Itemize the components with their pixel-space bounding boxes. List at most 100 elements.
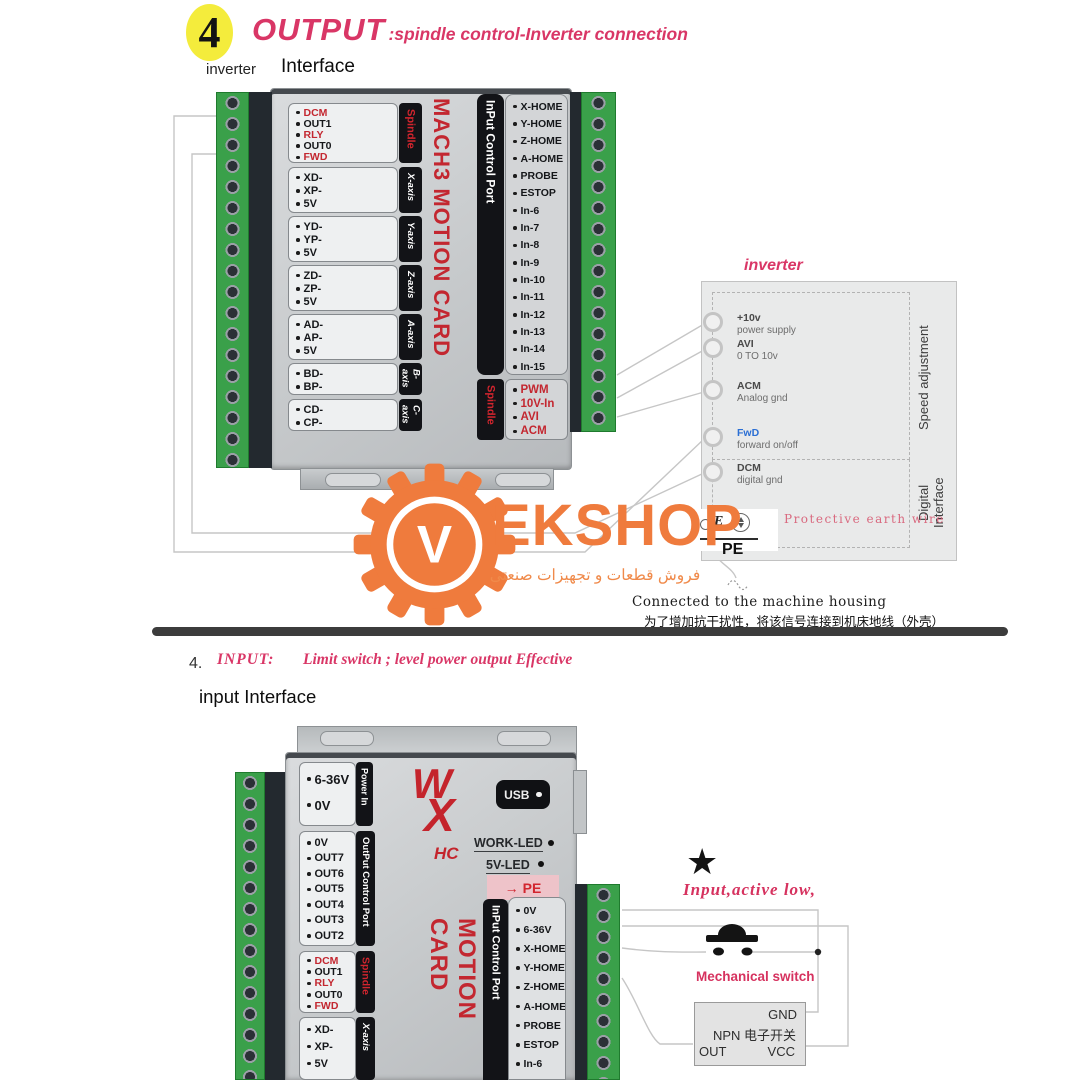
pin-label: A-HOME xyxy=(523,1000,566,1013)
active-low-note: Input,active low, xyxy=(683,880,817,899)
input-interface-label: input Interface xyxy=(199,686,317,707)
pin: Y-HOME xyxy=(516,959,565,978)
pin-dot xyxy=(296,407,300,412)
pin: XD- xyxy=(296,171,397,184)
pin-dot xyxy=(513,388,517,392)
ground-note-zh: 为了增加抗干扰性，将该信号连接到机床地线（外壳） xyxy=(644,615,945,629)
y-axis-block: YD-YP-5V xyxy=(288,216,398,262)
pin: 5V xyxy=(296,247,397,260)
speed-adjustment-label: Speed adjustment xyxy=(916,325,931,430)
inverter-terminal-dcm: DCM digital gnd xyxy=(703,462,783,488)
pin: OUT3 xyxy=(307,913,355,929)
input-title: INPUT: xyxy=(217,651,275,668)
pin: AD- xyxy=(296,318,397,331)
terminal-name: FwD xyxy=(737,427,760,439)
x-axis-tab: X-axis xyxy=(399,167,422,213)
pe-underline xyxy=(700,538,758,540)
pin: Z-HOME xyxy=(513,133,567,150)
mechanical-switch-label: Mechanical switch xyxy=(696,969,815,984)
pin-dot xyxy=(307,803,311,807)
pin-label: In-12 xyxy=(520,308,546,321)
pin-dot xyxy=(513,330,517,334)
pin-label: Y-HOME xyxy=(520,118,562,131)
spindle-tab: Spindle xyxy=(356,951,375,1013)
pin-label: 5V xyxy=(303,345,317,358)
pin-dot xyxy=(307,777,311,781)
wire-out xyxy=(621,977,693,1045)
pin-label: BP- xyxy=(303,380,323,393)
pin-dot xyxy=(513,208,517,213)
ground-note-en: Connected to the machine housing xyxy=(632,594,887,610)
wire-avi xyxy=(616,349,705,399)
right-terminal-strip xyxy=(570,92,616,432)
terminal-circle xyxy=(703,427,723,447)
pin: In-11 xyxy=(513,289,567,306)
pin: RLY xyxy=(296,128,397,141)
inverter-label: inverter xyxy=(206,61,257,78)
work-led-dot xyxy=(548,840,554,846)
pin: 0V xyxy=(307,835,355,851)
npn-gnd-label: GND xyxy=(768,1007,797,1022)
terminal-housing xyxy=(249,92,272,468)
wire-fwd xyxy=(173,115,705,553)
junction-dot xyxy=(814,948,822,956)
pin: PROBE xyxy=(516,1016,565,1035)
pin-dot xyxy=(307,934,311,938)
pin-dot xyxy=(296,421,300,425)
input-port-tab: InPut Control Port xyxy=(477,94,504,375)
pin-label: 5V xyxy=(303,247,317,260)
pin: PWM xyxy=(513,383,567,397)
spindle-tab: Spindle xyxy=(399,103,422,163)
pin-label: X-HOME xyxy=(520,100,563,113)
pin-dot xyxy=(513,415,517,420)
terminal-housing xyxy=(575,884,587,1080)
pin: ZP- xyxy=(296,282,397,295)
pin-label: Z-HOME xyxy=(520,135,562,148)
terminal-circle xyxy=(703,462,723,482)
pin-label: 6-36V xyxy=(523,923,552,936)
pin-dot xyxy=(296,322,300,327)
pin-dot xyxy=(296,349,300,353)
terminal-name: +10v xyxy=(737,312,761,324)
terminal-circle xyxy=(703,312,723,332)
pin: ZD- xyxy=(296,269,397,282)
output-title-main: OUTPUT xyxy=(252,12,386,47)
terminal-name: ACM xyxy=(737,380,761,392)
inverter-terminal-fwd: FwD forward on/off xyxy=(703,427,798,453)
b-axis-tab: B-axis xyxy=(399,363,422,395)
pin-dot xyxy=(307,1061,311,1066)
pin: BP- xyxy=(296,380,397,393)
pin: OUT4 xyxy=(307,897,355,913)
terminal-name: DCM xyxy=(737,462,761,474)
pin-dot xyxy=(296,144,300,148)
pin-label: RLY xyxy=(303,128,324,141)
pin: FWD xyxy=(307,1000,355,1013)
pin-label: XP- xyxy=(303,184,322,197)
pin-label: ESTOP xyxy=(523,1038,559,1051)
pin-dot xyxy=(307,856,311,860)
pin: Z-HOME xyxy=(516,978,565,997)
terminal-desc: digital gnd xyxy=(737,475,783,487)
pin-label: A-HOME xyxy=(520,152,564,165)
pin: X-HOME xyxy=(516,939,565,958)
pin-dot xyxy=(516,966,520,970)
output-title-sub: :spindle control-Inverter connection xyxy=(388,24,688,44)
pin: 5V xyxy=(296,198,397,211)
pin-dot xyxy=(296,371,300,376)
pin-dot xyxy=(513,226,517,230)
pin-dot xyxy=(513,122,517,126)
e-label: E xyxy=(714,514,724,529)
pin: DCM xyxy=(307,955,355,967)
pin-dot xyxy=(513,313,517,317)
pin: In-7 xyxy=(513,219,567,236)
pin-label: AVI xyxy=(520,411,539,424)
pin-label: FWD xyxy=(314,1000,339,1013)
pin: OUT2 xyxy=(307,928,355,944)
pin: 0V xyxy=(516,901,565,920)
step-badge: 4 xyxy=(186,4,233,61)
pin: In-6 xyxy=(513,202,567,219)
pin: 5V xyxy=(307,1055,355,1072)
pin-label: X-HOME xyxy=(523,942,566,955)
mechanical-switch-icon xyxy=(706,924,758,956)
